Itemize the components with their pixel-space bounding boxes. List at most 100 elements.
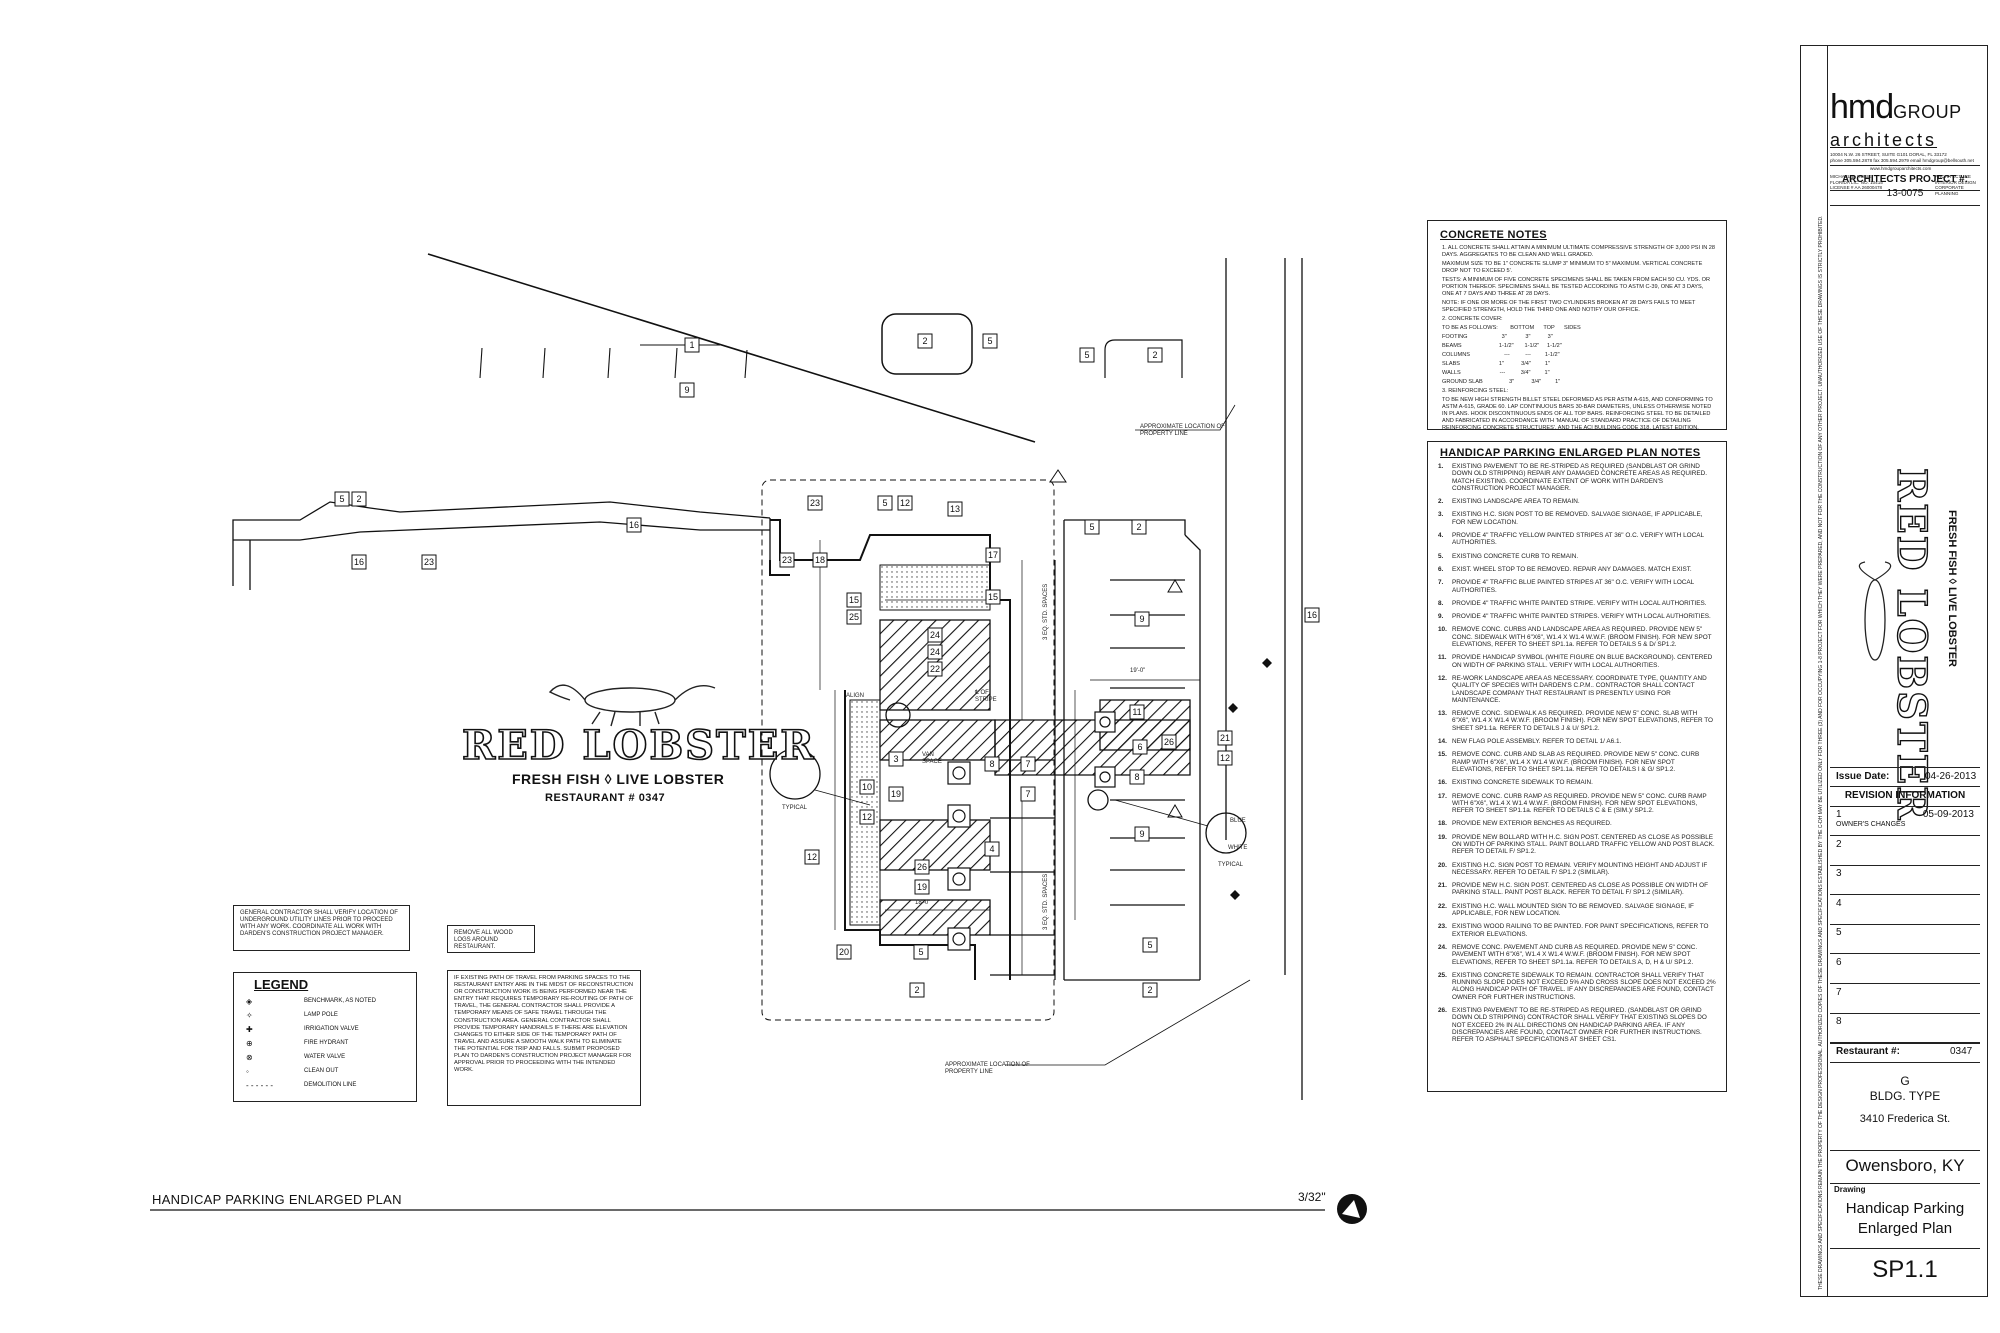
revision-row: 5 <box>1830 924 1980 955</box>
svg-text:10: 10 <box>862 782 872 792</box>
hc-note-text: REMOVE CONC. PAVEMENT AND CURB AS REQUIR… <box>1452 943 1698 966</box>
hc-note-text: REMOVE CONC. CURBS AND LANDSCAPE AREA AS… <box>1452 626 1712 649</box>
legend-symbol-icon: - - - - - - <box>246 1080 274 1090</box>
std-spaces-label-bottom: 3 EQ. STD. SPACES <box>1043 873 1049 930</box>
revision-row: 2 <box>1830 836 1980 866</box>
lobster-logo-icon <box>548 684 716 727</box>
svg-text:2: 2 <box>356 494 361 504</box>
plan-logo-brand: RED LOBSTER <box>461 721 816 770</box>
revision-row: 8 <box>1830 1013 1980 1044</box>
concrete-note-line: WALLS --- 3/4" 1" <box>1442 370 1550 376</box>
hc-stalls <box>990 560 1056 980</box>
legend-item: ◦CLEAN OUT <box>246 1064 416 1078</box>
concrete-note-line: SLABS 1" 3/4" 1" <box>1442 361 1550 367</box>
hc-note-text: PROVIDE HANDICAP SYMBOL (WHITE FIGURE ON… <box>1452 654 1713 669</box>
hc-note-text: EXISTING CONCRETE CURB TO REMAIN. <box>1452 552 1579 560</box>
dimension-lines <box>819 540 1200 975</box>
concrete-note-line: 2. CONCRETE COVER: <box>1442 316 1503 322</box>
svg-text:12: 12 <box>1220 753 1230 763</box>
hc-note-number: 25. <box>1438 971 1447 979</box>
svg-text:2: 2 <box>914 985 919 995</box>
firm-license-left: MICHAEL B. HOSIE FLORIDA LIC. NO. 10415 … <box>1830 174 1883 190</box>
hc-note-item: 17.REMOVE CONC. CURB RAMP AS REQUIRED. P… <box>1438 793 1716 815</box>
svg-text:2: 2 <box>1147 985 1152 995</box>
svg-text:5: 5 <box>918 947 923 957</box>
dim-18: 18'-0" <box>915 900 931 906</box>
path-note-text: IF EXISTING PATH OF TRAVEL FROM PARKING … <box>454 975 634 1074</box>
svg-text:1: 1 <box>689 340 694 350</box>
concrete-note-line: FOOTING 3" 3" 3" <box>1442 334 1553 340</box>
firm-logo-architects: architects <box>1830 130 1938 150</box>
hc-note-number: 16. <box>1438 779 1447 787</box>
hc-note-item: 16. EXISTING CONCRETE SIDEWALK TO REMAIN. <box>1438 779 1716 786</box>
svg-text:5: 5 <box>882 498 887 508</box>
svg-text:12: 12 <box>862 812 872 822</box>
hc-note-item: 22.EXISTING H.C. WALL MOUNTED SIGN TO BE… <box>1438 903 1716 918</box>
svg-text:11: 11 <box>1132 707 1141 717</box>
plan-logo-tagline: FRESH FISH ◊ LIVE LOBSTER <box>512 771 725 787</box>
property-line-leader-top <box>1135 404 1236 431</box>
blue-label: BLUE <box>1230 818 1246 824</box>
hc-note-number: 8. <box>1438 599 1444 607</box>
hc-note-number: 20. <box>1438 861 1447 869</box>
svg-text:9: 9 <box>1139 614 1144 624</box>
align-label: ALIGN <box>846 693 865 699</box>
svg-text:5: 5 <box>1147 940 1152 950</box>
right-parking-bay <box>1063 519 1201 981</box>
plan-scale: 3/32" <box>1298 1190 1326 1204</box>
svg-text:6: 6 <box>1137 742 1142 752</box>
hc-note-item: 9.PROVIDE 4" TRAFFIC WHITE PAINTED STRIP… <box>1438 613 1716 620</box>
hc-note-text: EXISTING H.C. WALL MOUNTED SIGN TO BE RE… <box>1452 902 1694 918</box>
svg-text:8: 8 <box>1134 772 1139 782</box>
left-walkway <box>232 501 771 590</box>
hc-note-text: NEW FLAG POLE ASSEMBLY. REFER TO DETAIL … <box>1452 738 1622 746</box>
legend-label: DEMOLITION LINE <box>304 1082 357 1088</box>
hc-notes-lines: 1.EXISTING PAVEMENT TO BE RE-STRIPED AS … <box>1428 463 1726 1044</box>
hc-note-item: 8.PROVIDE 4" TRAFFIC WHITE PAINTED STRIP… <box>1438 600 1716 607</box>
hc-note-text: EXISTING CONCRETE SIDEWALK TO REMAIN. CO… <box>1452 971 1716 1001</box>
title-block-frame <box>1800 45 1988 1297</box>
firm-address: 10004 N.W. 26 STREET, SUITE G101 DORAL, … <box>1830 152 1947 157</box>
hc-note-number: 4. <box>1438 532 1444 540</box>
north-arrow-icon <box>1337 1194 1367 1224</box>
svg-text:7: 7 <box>1025 789 1030 799</box>
svg-text:19: 19 <box>917 882 927 892</box>
revision-number: 4 <box>1836 897 1842 909</box>
firm-logo-group: GROUP <box>1893 102 1962 122</box>
utility-note-box: GENERAL CONTRACTOR SHALL VERIFY LOCATION… <box>233 905 410 951</box>
svg-text:16: 16 <box>1307 610 1317 620</box>
sidewalk-top <box>879 564 991 611</box>
revision-row: 7 <box>1830 984 1980 1014</box>
hc-note-number: 21. <box>1438 882 1447 890</box>
revision-row: 6 <box>1830 954 1980 984</box>
legend-item: - - - - - - DEMOLITION LINE <box>246 1078 416 1092</box>
dim-19: 19'-0" <box>1130 668 1146 674</box>
bldg-type-label: BLDG. TYPE <box>1869 1089 1941 1103</box>
svg-text:12: 12 <box>900 498 910 508</box>
revision-number: 1 <box>1836 809 1842 820</box>
hc-note-number: 12. <box>1438 674 1447 682</box>
revision-number: 6 <box>1836 957 1842 968</box>
wood-note-text: REMOVE ALL WOOD LOGS AROUND RESTAURANT. <box>454 930 513 950</box>
hc-note-item: 15.REMOVE CONC. CURB AND SLAB AS REQUIRE… <box>1438 751 1716 773</box>
concrete-note-line: TO BE AS FOLLOWS: BOTTOM TOP SIDES <box>1442 325 1581 331</box>
svg-text:23: 23 <box>424 557 434 567</box>
svg-text:8: 8 <box>989 759 994 769</box>
hc-symbols <box>947 711 1116 951</box>
project-label: ARCHITECTS PROJECT #: <box>1841 174 1969 185</box>
legend-title: LEGEND <box>254 977 309 992</box>
svg-text:5: 5 <box>339 494 344 504</box>
bldg-type-letter: G <box>1900 1074 1910 1088</box>
concrete-note-line: MAXIMUM SIZE TO BE 1" CONCRETE SLUMP 3" … <box>1442 261 1703 274</box>
restaurant-number-label: Restaurant #: <box>1836 1046 1900 1057</box>
hc-note-number: 10. <box>1438 626 1447 634</box>
firm-logo-hmd: hmd <box>1830 88 1894 126</box>
legend-symbol-icon: ✚ <box>246 1024 253 1034</box>
hc-note-text: EXISTING CONCRETE SIDEWALK TO REMAIN. <box>1452 779 1593 787</box>
svg-text:3: 3 <box>893 754 898 764</box>
legend-label: FIRE HYDRANT <box>304 1040 349 1046</box>
svg-text:23: 23 <box>810 498 820 508</box>
address: 3410 Frederica St. <box>1859 1113 1951 1125</box>
